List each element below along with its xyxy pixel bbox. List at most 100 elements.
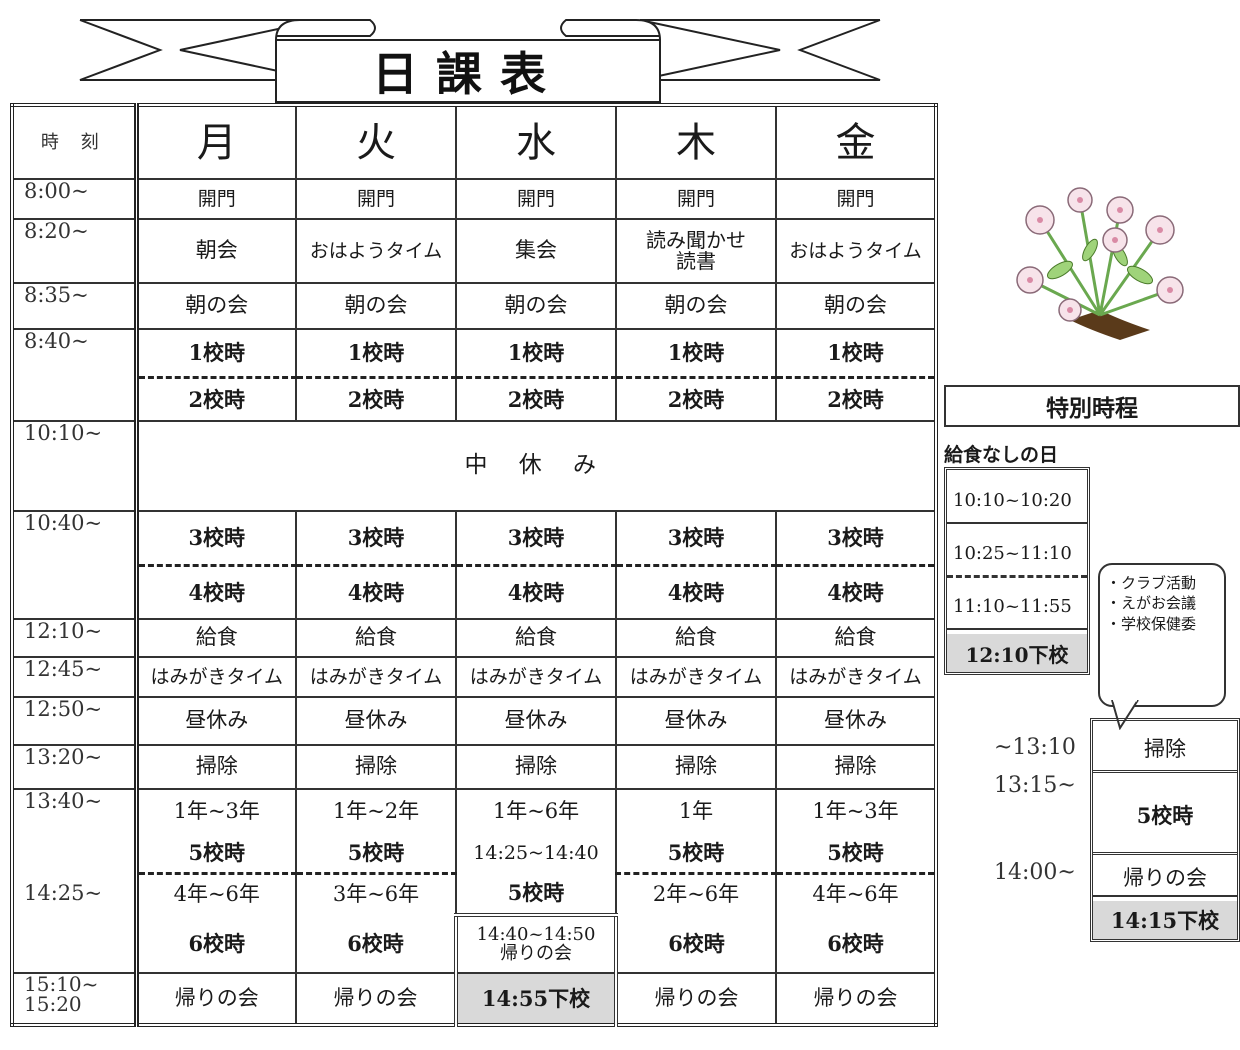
schedule-cell: 14:25~14:40 xyxy=(455,833,617,873)
no-lunch-row: 11:10~11:55 xyxy=(947,584,1087,630)
time-cell: 13:40~ xyxy=(11,788,139,833)
time-cell: 10:40~ xyxy=(11,510,139,565)
schedule-cell: 1校時 xyxy=(295,328,457,379)
schedule-cell: 掃除 xyxy=(775,744,937,790)
schedule-cell: 昼休み xyxy=(455,696,617,746)
schedule-cell: 6校時 xyxy=(775,915,937,974)
schedule-cell: 開門 xyxy=(135,178,297,220)
time-cell: 12:10~ xyxy=(11,618,139,658)
schedule-cell: 1年~2年 xyxy=(295,788,457,833)
day-fri: 金 xyxy=(775,104,937,180)
schedule-cell: 帰りの会 xyxy=(615,972,777,1026)
schedule-cell: 4校時 xyxy=(295,565,457,620)
table-row: 8:20~ 朝会 おはようタイム 集会 読み聞かせ 読書 おはようタイム xyxy=(11,218,937,284)
day-thu: 木 xyxy=(615,104,777,180)
time-cell: 13:20~ xyxy=(11,744,139,790)
schedule-cell: 3校時 xyxy=(135,510,297,567)
schedule-cell: 5校時 xyxy=(775,833,937,875)
schedule-cell: 4校時 xyxy=(455,565,617,620)
bubble-line: ・学校保健委 xyxy=(1106,614,1197,633)
no-lunch-row: 10:25~11:10 xyxy=(947,532,1087,578)
cherry-blossom-illustration xyxy=(1016,187,1184,340)
schedule-cell: 5校時 xyxy=(135,833,297,875)
schedule-cell: 掃除 xyxy=(615,744,777,790)
title-banner xyxy=(79,19,881,103)
schedule-cell: 1年~3年 xyxy=(775,788,937,833)
schedule-cell: 開門 xyxy=(455,178,617,220)
time-cell: 8:40~ xyxy=(11,328,139,377)
schedule-cell: 1校時 xyxy=(455,328,617,379)
table-row: 2校時 2校時 2校時 2校時 2校時 xyxy=(11,377,937,422)
schedule-cell: 朝会 xyxy=(135,218,297,284)
schedule-cell: 朝の会 xyxy=(775,282,937,330)
schedule-cell: 2年~6年 xyxy=(615,873,777,915)
day-wed: 水 xyxy=(455,104,617,180)
no-lunch-label: 給食なしの日 xyxy=(944,444,1059,466)
table-row: 5校時 5校時 14:25~14:40 5校時 5校時 xyxy=(11,833,937,875)
table-row: 8:40~ 1校時 1校時 1校時 1校時 1校時 xyxy=(11,328,937,379)
table-row: 12:10~ 給食 給食 給食 給食 給食 xyxy=(11,618,937,658)
bubble-line: ・クラブ活動 xyxy=(1106,574,1197,592)
time-cell xyxy=(11,565,139,620)
schedule-cell: 4校時 xyxy=(775,565,937,620)
table-row: 6校時 6校時 14:40~14:50 帰りの会 6校時 6校時 xyxy=(11,914,937,974)
time-cell: 12:50~ xyxy=(11,696,139,746)
table-row: 8:35~ 朝の会 朝の会 朝の会 朝の会 朝の会 xyxy=(11,282,937,330)
day-mon: 月 xyxy=(135,104,297,180)
table-row: 12:45~ はみがきタイム はみがきタイム はみがきタイム はみがきタイム は… xyxy=(11,656,937,698)
table-row: 4校時 4校時 4校時 4校時 4校時 xyxy=(11,565,937,620)
time-cell: 15:10~ 15:20 xyxy=(11,972,139,1026)
schedule-cell: 4年~6年 xyxy=(775,873,937,915)
time-header: 時 刻 xyxy=(11,104,139,180)
side-time: 13:15~ xyxy=(994,773,1076,798)
schedule-cell: 2校時 xyxy=(135,377,297,422)
timetable: 時 刻 月 火 水 木 金 8:00~ 開門 開門 開門 開門 開門 8:20~… xyxy=(10,103,938,1027)
schedule-cell: 1校時 xyxy=(135,328,297,379)
speech-bubble: ・クラブ活動 ・えがお会議 ・学校保健委 xyxy=(1098,563,1226,707)
schedule-cell: 6校時 xyxy=(295,915,457,974)
schedule-cell: 給食 xyxy=(615,618,777,658)
time-cell: 12:45~ xyxy=(11,656,139,698)
schedule-cell: 14:40~14:50 帰りの会 xyxy=(454,914,618,974)
schedule-cell: 1校時 xyxy=(615,328,777,379)
schedule-cell: 5校時 xyxy=(455,873,617,917)
schedule-cell: はみがきタイム xyxy=(135,656,297,698)
schedule-cell: はみがきタイム xyxy=(295,656,457,698)
side-time: 14:00~ xyxy=(994,860,1076,885)
schedule-cell: 掃除 xyxy=(135,744,297,790)
schedule-cell: 3校時 xyxy=(775,510,937,567)
right-dismissal: 14:15下校 xyxy=(1093,901,1237,939)
schedule-cell: 昼休み xyxy=(295,696,457,746)
nakayasumi-cell: 中 休 み xyxy=(135,420,937,512)
table-row: 12:50~ 昼休み 昼休み 昼休み 昼休み 昼休み xyxy=(11,696,937,746)
schedule-cell: 開門 xyxy=(775,178,937,220)
schedule-cell: はみがきタイム xyxy=(615,656,777,698)
schedule-cell: 5校時 xyxy=(615,833,777,875)
schedule-cell: 朝の会 xyxy=(135,282,297,330)
bubble-tail xyxy=(1111,700,1139,730)
right-row: 帰りの会 xyxy=(1093,859,1237,897)
schedule-cell: 1年 xyxy=(615,788,777,833)
day-tue: 火 xyxy=(295,104,457,180)
schedule-cell: 朝の会 xyxy=(295,282,457,330)
time-cell: 10:10~ xyxy=(11,420,139,512)
table-row: 13:20~ 掃除 掃除 掃除 掃除 掃除 xyxy=(11,744,937,790)
schedule-cell: 開門 xyxy=(615,178,777,220)
schedule-cell: 掃除 xyxy=(295,744,457,790)
club-day-schedule: 掃除 5校時 帰りの会 14:15下校 xyxy=(1090,718,1240,942)
page-title: 日課表 xyxy=(372,47,564,101)
schedule-cell: 4校時 xyxy=(135,565,297,620)
schedule-cell: 給食 xyxy=(455,618,617,658)
schedule-cell: 3校時 xyxy=(295,510,457,567)
bubble-line: ・えがお会議 xyxy=(1106,594,1197,613)
schedule-cell: 2校時 xyxy=(455,377,617,422)
schedule-cell: 給食 xyxy=(135,618,297,658)
schedule-cell: 6校時 xyxy=(615,915,777,974)
no-lunch-row: 10:10~10:20 xyxy=(947,478,1087,524)
time-cell xyxy=(11,377,139,422)
right-row: 掃除 xyxy=(1093,725,1237,773)
table-row: 10:40~ 3校時 3校時 3校時 3校時 3校時 xyxy=(11,510,937,567)
schedule-cell: 2校時 xyxy=(295,377,457,422)
table-row: 15:10~ 15:20 帰りの会 帰りの会 14:55下校 帰りの会 帰りの会 xyxy=(11,972,937,1026)
schedule-cell: 1校時 xyxy=(775,328,937,379)
